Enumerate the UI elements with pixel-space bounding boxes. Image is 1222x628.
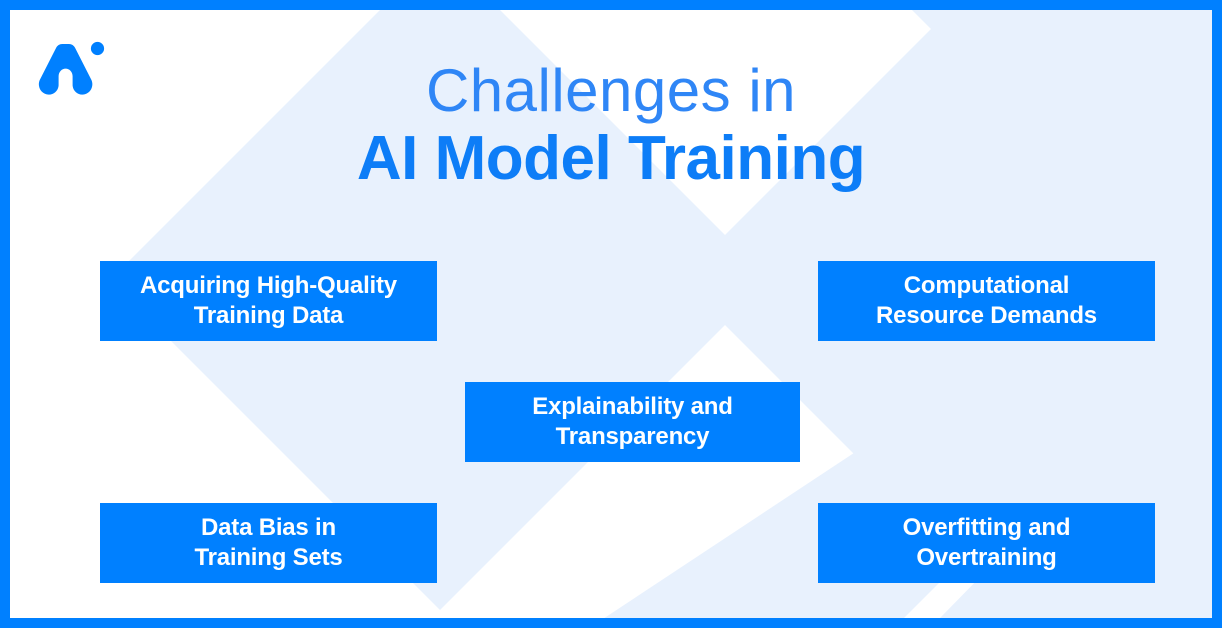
page-title-line1: Challenges in: [425, 57, 797, 124]
challenge-box-label: Computational Resource Demands: [876, 272, 1097, 329]
page-title-line2: AI Model Training: [356, 124, 866, 193]
page-title: Challenges in AI Model Training: [10, 58, 1212, 194]
challenge-box-acquiring-high-quality-training-data[interactable]: Acquiring High-Quality Training Data: [100, 261, 437, 341]
challenge-box-computational-resource-demands[interactable]: Computational Resource Demands: [818, 261, 1155, 341]
challenge-box-data-bias-in-training-sets[interactable]: Data Bias in Training Sets: [100, 503, 437, 583]
challenge-box-label: Overfitting and Overtraining: [902, 514, 1071, 571]
challenge-box-overfitting-and-overtraining[interactable]: Overfitting and Overtraining: [818, 503, 1155, 583]
logo-dot: [90, 41, 105, 56]
brand-logo-icon: [38, 41, 105, 95]
challenge-box-label: Explainability and Transparency: [532, 393, 733, 450]
challenge-box-explainability-and-transparency[interactable]: Explainability and Transparency: [465, 382, 800, 462]
challenge-box-label: Acquiring High-Quality Training Data: [140, 272, 397, 329]
challenge-box-label: Data Bias in Training Sets: [194, 514, 343, 571]
